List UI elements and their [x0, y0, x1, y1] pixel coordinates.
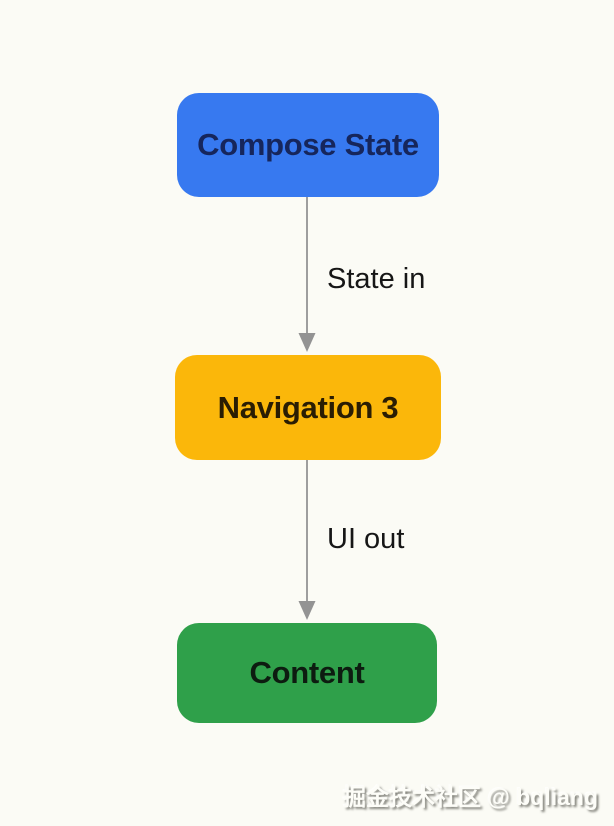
- edge-label-ui-out: UI out: [327, 523, 405, 555]
- node-navigation-3-label: Navigation 3: [217, 389, 399, 425]
- node-content-label: Content: [249, 655, 365, 690]
- node-compose-state: Compose State: [177, 93, 439, 197]
- node-navigation-3: Navigation 3: [175, 355, 441, 460]
- watermark-text: 掘金技术社区 @ bqliang: [343, 784, 598, 810]
- node-content: Content: [177, 623, 437, 723]
- connector-arrow-state-in: [298, 197, 316, 352]
- connector-arrow-ui-out: [298, 460, 316, 620]
- node-compose-state-label: Compose State: [197, 127, 419, 162]
- edge-label-state-in: State in: [327, 263, 426, 295]
